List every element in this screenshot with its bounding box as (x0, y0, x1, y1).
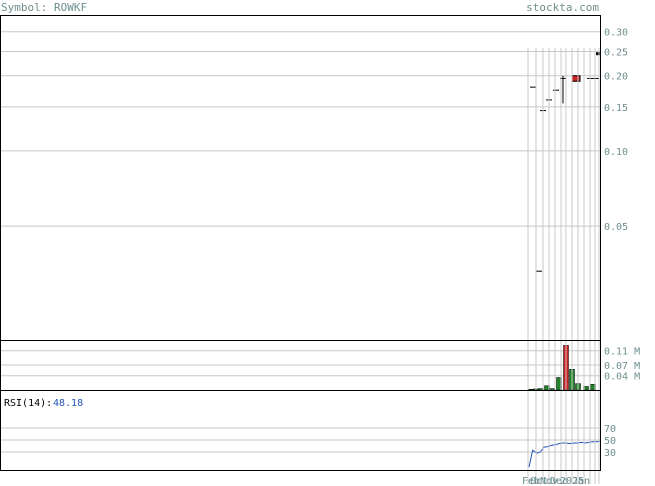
volume-tick-label: 0.11 M (604, 347, 640, 358)
volume-tick-label: 0.04 M (604, 372, 640, 383)
panel-frames (0, 15, 601, 471)
rsi-tick-label: 30 (604, 448, 616, 459)
rsi-tick-label: 70 (604, 424, 616, 435)
x-tick-label: Nov (540, 476, 558, 486)
volume-bar (528, 389, 534, 391)
rsi-label: RSI(14): (4, 398, 52, 409)
rsi-value: 48.18 (53, 398, 83, 409)
price-tick-label: 0.30 (604, 28, 628, 39)
x-tick-label: Dec (550, 476, 568, 486)
price-tick-label: 0.20 (604, 72, 628, 83)
x-tick-label: Feb (522, 476, 540, 486)
price-tick-label: 0.10 (604, 147, 628, 158)
rsi-tick-label: 50 (604, 436, 616, 447)
volume-panel: 0.11 M 0.07 M0.04 M (1, 345, 640, 391)
symbol-value: ROWKF (53, 1, 88, 14)
symbol-title: Symbol: ROWKF (1, 1, 87, 14)
chart-frame (0, 15, 601, 471)
price-panel: 0.30 0.25 0.20 0.15 0.10 0.05 (1, 28, 628, 302)
symbol-label: Symbol: (1, 1, 48, 14)
price-tick-label: 0.15 (604, 103, 628, 114)
x-tick-label: Jan (572, 476, 590, 486)
x-tick-label: Oct (530, 476, 548, 486)
last-price-marker (596, 52, 600, 56)
volume-bar (549, 388, 555, 391)
price-candle (571, 75, 581, 82)
site-brand: stockta.com (526, 1, 599, 14)
volume-tick-label: 0.07 M (604, 361, 640, 372)
rsi-line (528, 440, 601, 468)
x-tick-label: 2025 (560, 476, 584, 486)
price-tick-label: 0.25 (604, 48, 628, 59)
price-tick-label: 0.05 (604, 222, 628, 233)
